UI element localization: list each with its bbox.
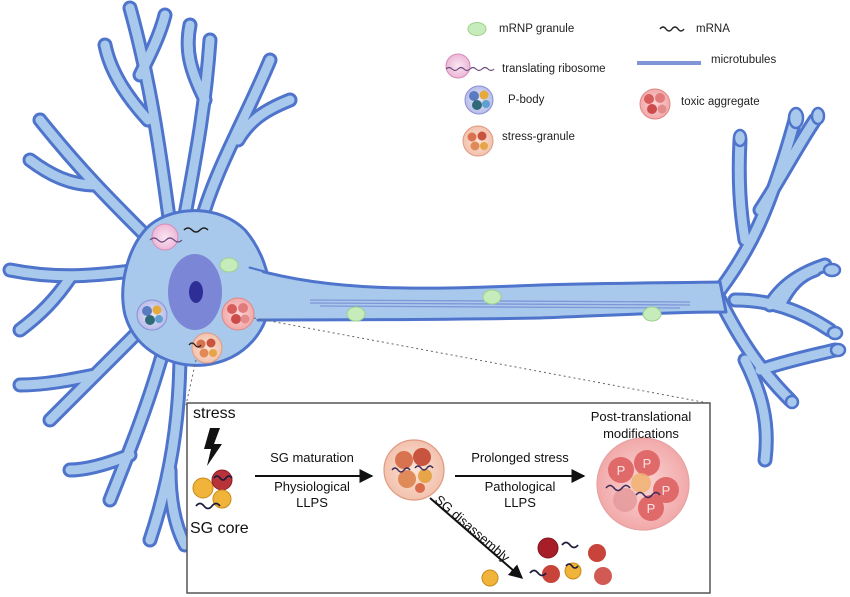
zoom-lines	[185, 317, 709, 406]
legend-toxic-aggregate-swatch	[639, 88, 671, 120]
translating-ribosome-in-soma	[149, 223, 209, 251]
nucleolus	[189, 281, 203, 303]
phospho-label: P	[643, 456, 652, 471]
physiological-llps-label: Physiological LLPS	[262, 479, 362, 511]
phospho-label: P	[662, 483, 671, 498]
ptm-line1: Post-translational	[590, 409, 692, 424]
sg-disassembly-arrow	[429, 497, 524, 579]
phospho-labels: P P P P	[617, 456, 671, 516]
physiological-label: Physiological	[274, 479, 350, 494]
physiological-llps-suffix: LLPS	[296, 495, 328, 510]
phospho-label: P	[647, 501, 656, 516]
legend-p-body-swatch	[464, 85, 494, 115]
ptm-line2: modifications	[603, 426, 679, 441]
legend-microtubules-swatch	[637, 61, 701, 65]
mrnp-granules	[219, 257, 662, 322]
pathological-llps-suffix: LLPS	[504, 495, 536, 510]
legend-mrna-swatch	[659, 26, 685, 32]
sg-maturation-label: SG maturation	[270, 450, 354, 465]
mature-stress-granule	[383, 439, 445, 501]
post-translational-modifications-label: Post-translational modifications	[566, 408, 716, 442]
legend	[445, 22, 701, 157]
legend-microtubules-label: microtubules	[711, 54, 777, 66]
legend-toxic-aggregate-label: toxic aggregate	[681, 96, 760, 108]
legend-stress-granule-swatch	[462, 125, 494, 157]
pathological-granule	[596, 437, 690, 531]
legend-p-body-label: P-body	[508, 94, 545, 106]
neuron	[2, 0, 847, 553]
sg-core-icon	[192, 469, 233, 510]
legend-mrnp-swatch	[467, 22, 487, 36]
dendrite-tips	[732, 106, 847, 410]
legend-ribosome-label: translating ribosome	[502, 63, 606, 75]
sg-core-label: SG core	[190, 520, 249, 537]
legend-stress-granule-label: stress-granule	[502, 131, 575, 143]
legend-ribosome-swatch	[445, 53, 495, 79]
stress-label: stress	[193, 405, 236, 422]
phospho-label: P	[617, 463, 626, 478]
legend-mrna-label: mRNA	[696, 23, 730, 35]
legend-mrnp-label: mRNP granule	[499, 23, 575, 35]
disassembled-components	[481, 537, 612, 587]
prolonged-stress-label: Prolonged stress	[471, 450, 569, 465]
lightning-icon	[204, 428, 222, 466]
stress-granule-in-soma	[188, 332, 223, 364]
pathological-llps-label: Pathological LLPS	[470, 479, 570, 511]
pathological-label: Pathological	[484, 479, 556, 494]
toxic-aggregate-in-soma	[221, 297, 255, 331]
p-body-in-soma	[136, 299, 168, 331]
